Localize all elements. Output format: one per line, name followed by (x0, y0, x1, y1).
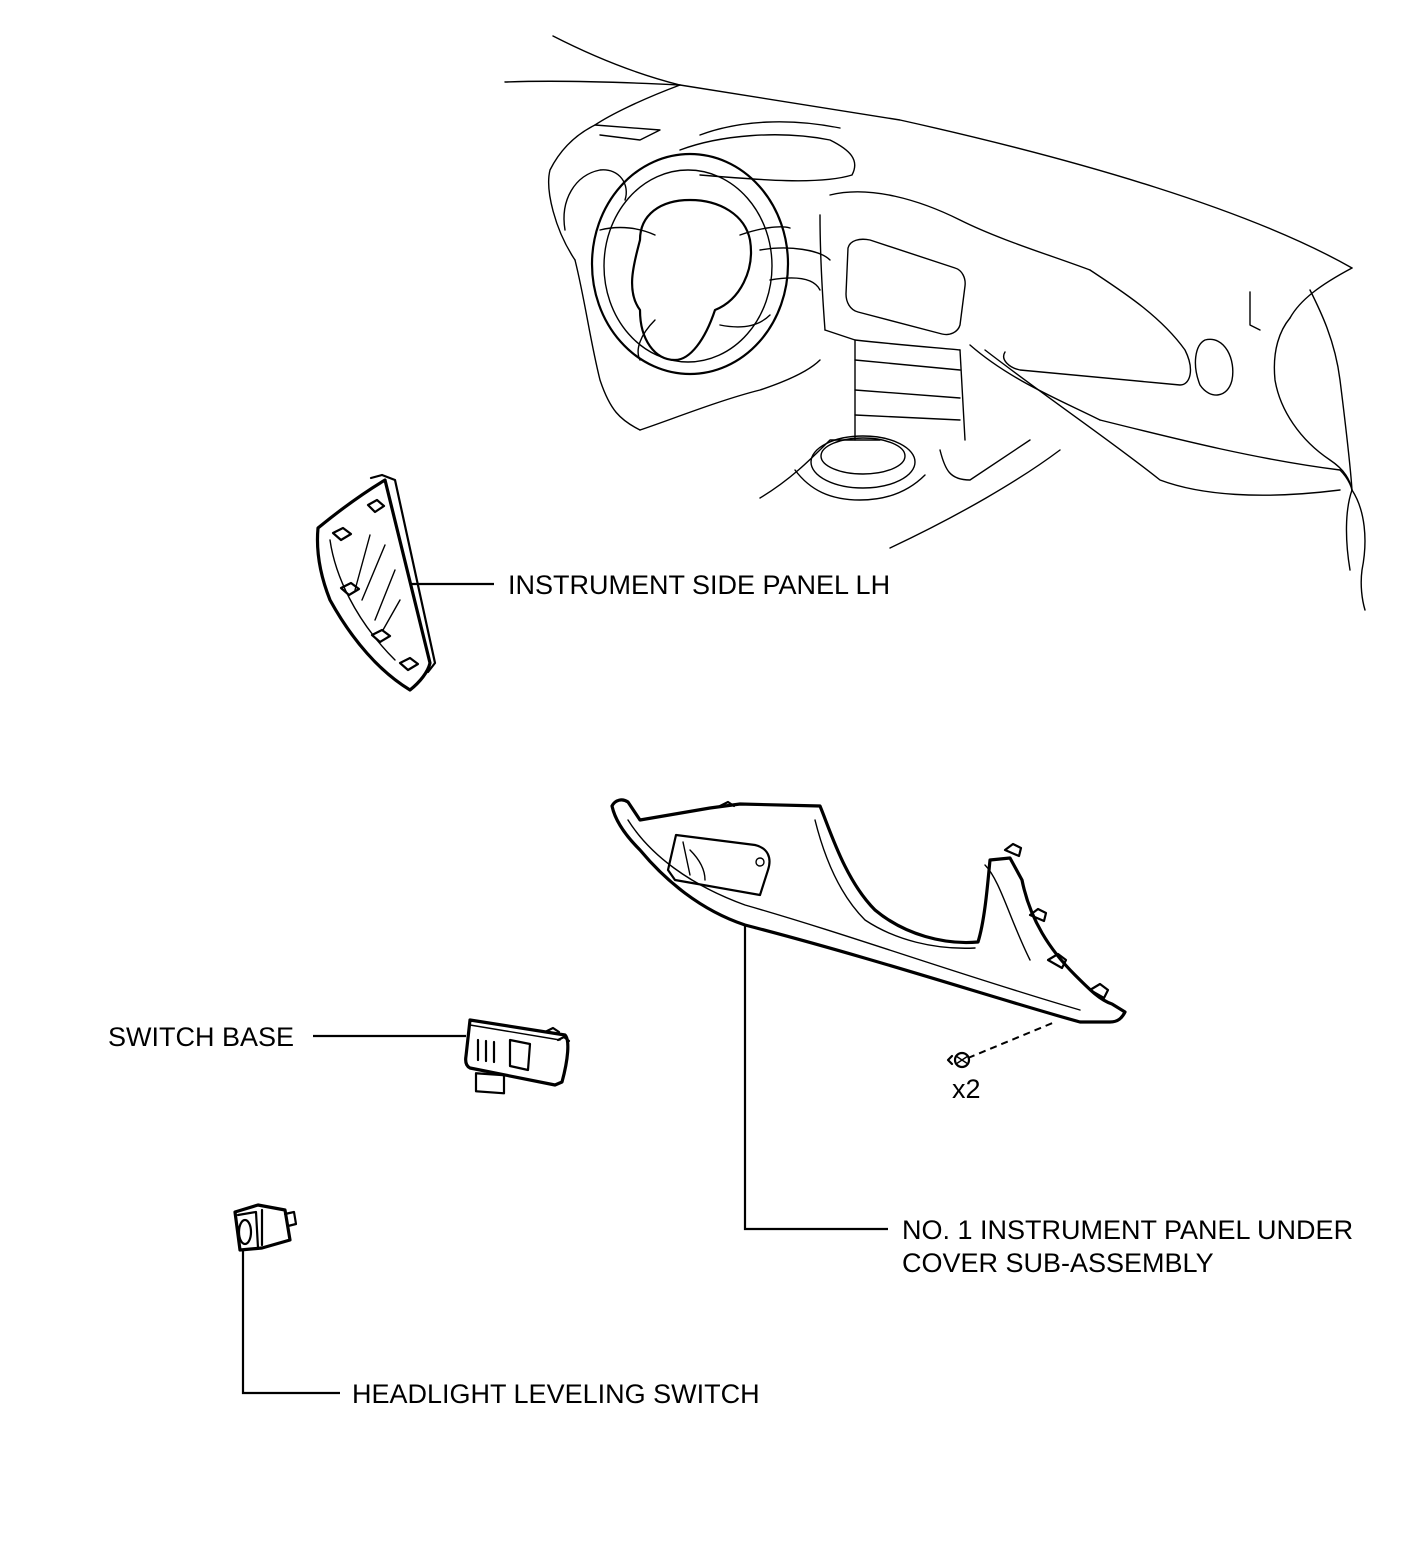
side-panel-label: INSTRUMENT SIDE PANEL LH (508, 570, 890, 600)
screw-fastener (946, 1021, 1056, 1069)
dashboard-overview-illustration (504, 35, 1366, 611)
under-cover-sub-assembly-part (610, 798, 1127, 1024)
switch-base-part (464, 1018, 571, 1095)
leveling-switch-leader (241, 1250, 340, 1395)
leveling-switch-label: HEADLIGHT LEVELING SWITCH (352, 1379, 760, 1409)
under-cover-leader (743, 925, 888, 1231)
under-cover-label-line1: NO. 1 INSTRUMENT PANEL UNDER (902, 1215, 1353, 1245)
instrument-side-panel-lh-part (315, 473, 437, 692)
headlight-leveling-switch-part (233, 1203, 298, 1252)
switch-base-label: SWITCH BASE (108, 1022, 294, 1052)
under-cover-label-line2: COVER SUB-ASSEMBLY (902, 1248, 1214, 1278)
screw-quantity-label: x2 (952, 1074, 981, 1104)
